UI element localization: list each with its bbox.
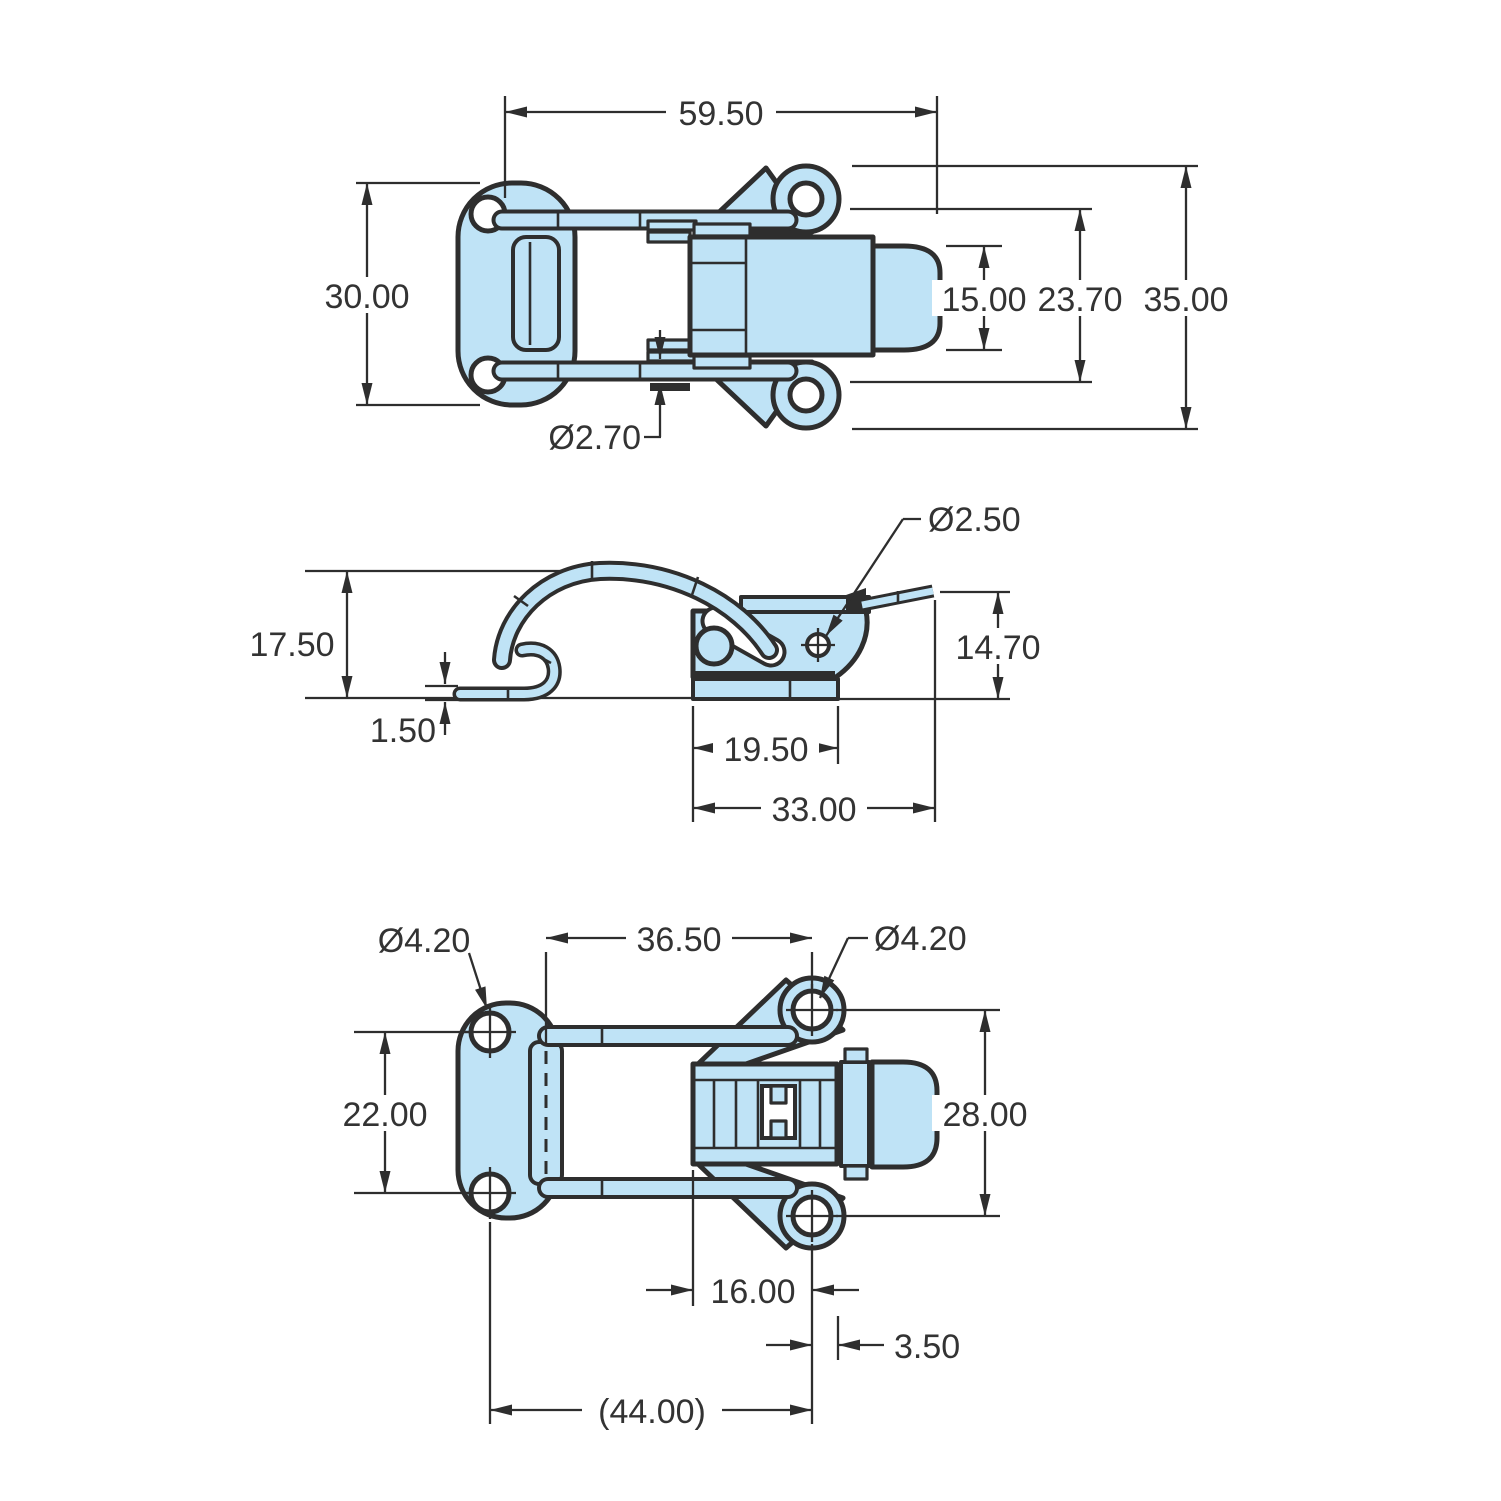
side-base-plate xyxy=(691,677,840,701)
dim-bottom-reference-width: (44.00) xyxy=(598,1393,706,1431)
dim-top-bracket-height: 35.00 xyxy=(1143,281,1228,319)
bottom-wire-bail xyxy=(537,1025,799,1199)
side-arm-seams xyxy=(506,561,700,700)
side-dimension-lines xyxy=(341,517,1010,822)
dim-bottom-body-offset: 16.00 xyxy=(710,1273,795,1311)
dim-top-overall-width: 59.50 xyxy=(678,95,763,133)
bottom-view: Ø4.20 36.50 Ø4.20 22.00 28.00 16.00 3.50… xyxy=(332,920,1038,1431)
side-release-lever xyxy=(846,584,935,612)
top-wire-seams xyxy=(556,210,642,381)
dim-bottom-hole-span: 36.50 xyxy=(636,921,721,959)
bottom-bracket-hole-upper xyxy=(786,984,838,1036)
bottom-push-button-cap xyxy=(869,1059,940,1170)
dim-bottom-left-hole-diameter: Ø4.20 xyxy=(378,922,471,960)
side-dimension-labels: 17.50 1.50 Ø2.50 14.70 19.50 33.00 xyxy=(240,501,1051,829)
dim-side-tip-thickness: 1.50 xyxy=(370,712,436,750)
top-roller xyxy=(511,235,561,352)
bottom-housing-details xyxy=(693,1078,837,1150)
bottom-dimension-labels: Ø4.20 36.50 Ø4.20 22.00 28.00 16.00 3.50… xyxy=(332,920,1038,1431)
bottom-slide-bar xyxy=(839,1060,871,1168)
top-latch-housing xyxy=(687,234,876,358)
dim-bottom-edge-offset: 3.50 xyxy=(894,1328,960,1366)
dim-side-base-width: 19.50 xyxy=(723,731,808,769)
top-housing-tab-upper xyxy=(692,222,752,238)
side-view: 17.50 1.50 Ø2.50 14.70 19.50 33.00 xyxy=(240,501,1051,829)
top-bracket-hole-upper xyxy=(787,180,825,218)
top-dimension-labels: 59.50 30.00 15.00 23.70 35.00 Ø2.70 xyxy=(312,94,1238,457)
bottom-dimension-lines xyxy=(354,932,1000,1424)
dim-side-overall-height: 17.50 xyxy=(249,626,334,664)
bottom-plate-hole-lower xyxy=(464,1167,516,1219)
top-view: 59.50 30.00 15.00 23.70 35.00 Ø2.70 xyxy=(312,94,1238,457)
top-housing-tab-lower xyxy=(692,354,752,370)
top-wire-bail xyxy=(491,209,799,382)
dim-top-loop-height: 23.70 xyxy=(1037,281,1122,319)
dim-side-base-height: 14.70 xyxy=(955,629,1040,667)
side-hook-arm xyxy=(452,560,779,702)
dim-top-body-height: 15.00 xyxy=(941,281,1026,319)
top-bracket-hole-lower xyxy=(787,376,825,414)
bottom-slide-tab-upper xyxy=(843,1047,869,1064)
dim-top-wire-diameter: Ø2.70 xyxy=(548,419,641,457)
dim-bottom-right-hole-diameter: Ø4.20 xyxy=(874,920,967,958)
dim-bottom-right-hole-pitch: 28.00 xyxy=(942,1096,1027,1134)
bottom-plate-hole-upper xyxy=(464,1006,516,1058)
top-push-button-cap xyxy=(870,243,943,353)
side-base-joint-band xyxy=(695,671,835,679)
dim-top-plate-height: 30.00 xyxy=(324,278,409,316)
side-pivot-boss xyxy=(693,625,735,667)
side-rivet-hole xyxy=(801,628,835,662)
dim-side-overall-width: 33.00 xyxy=(771,791,856,829)
dim-bottom-left-hole-pitch: 22.00 xyxy=(342,1096,427,1134)
bottom-bracket-hole-lower xyxy=(786,1190,838,1242)
bottom-slide-tab-lower xyxy=(843,1164,869,1181)
dim-side-hole-diameter: Ø2.50 xyxy=(928,501,1021,539)
